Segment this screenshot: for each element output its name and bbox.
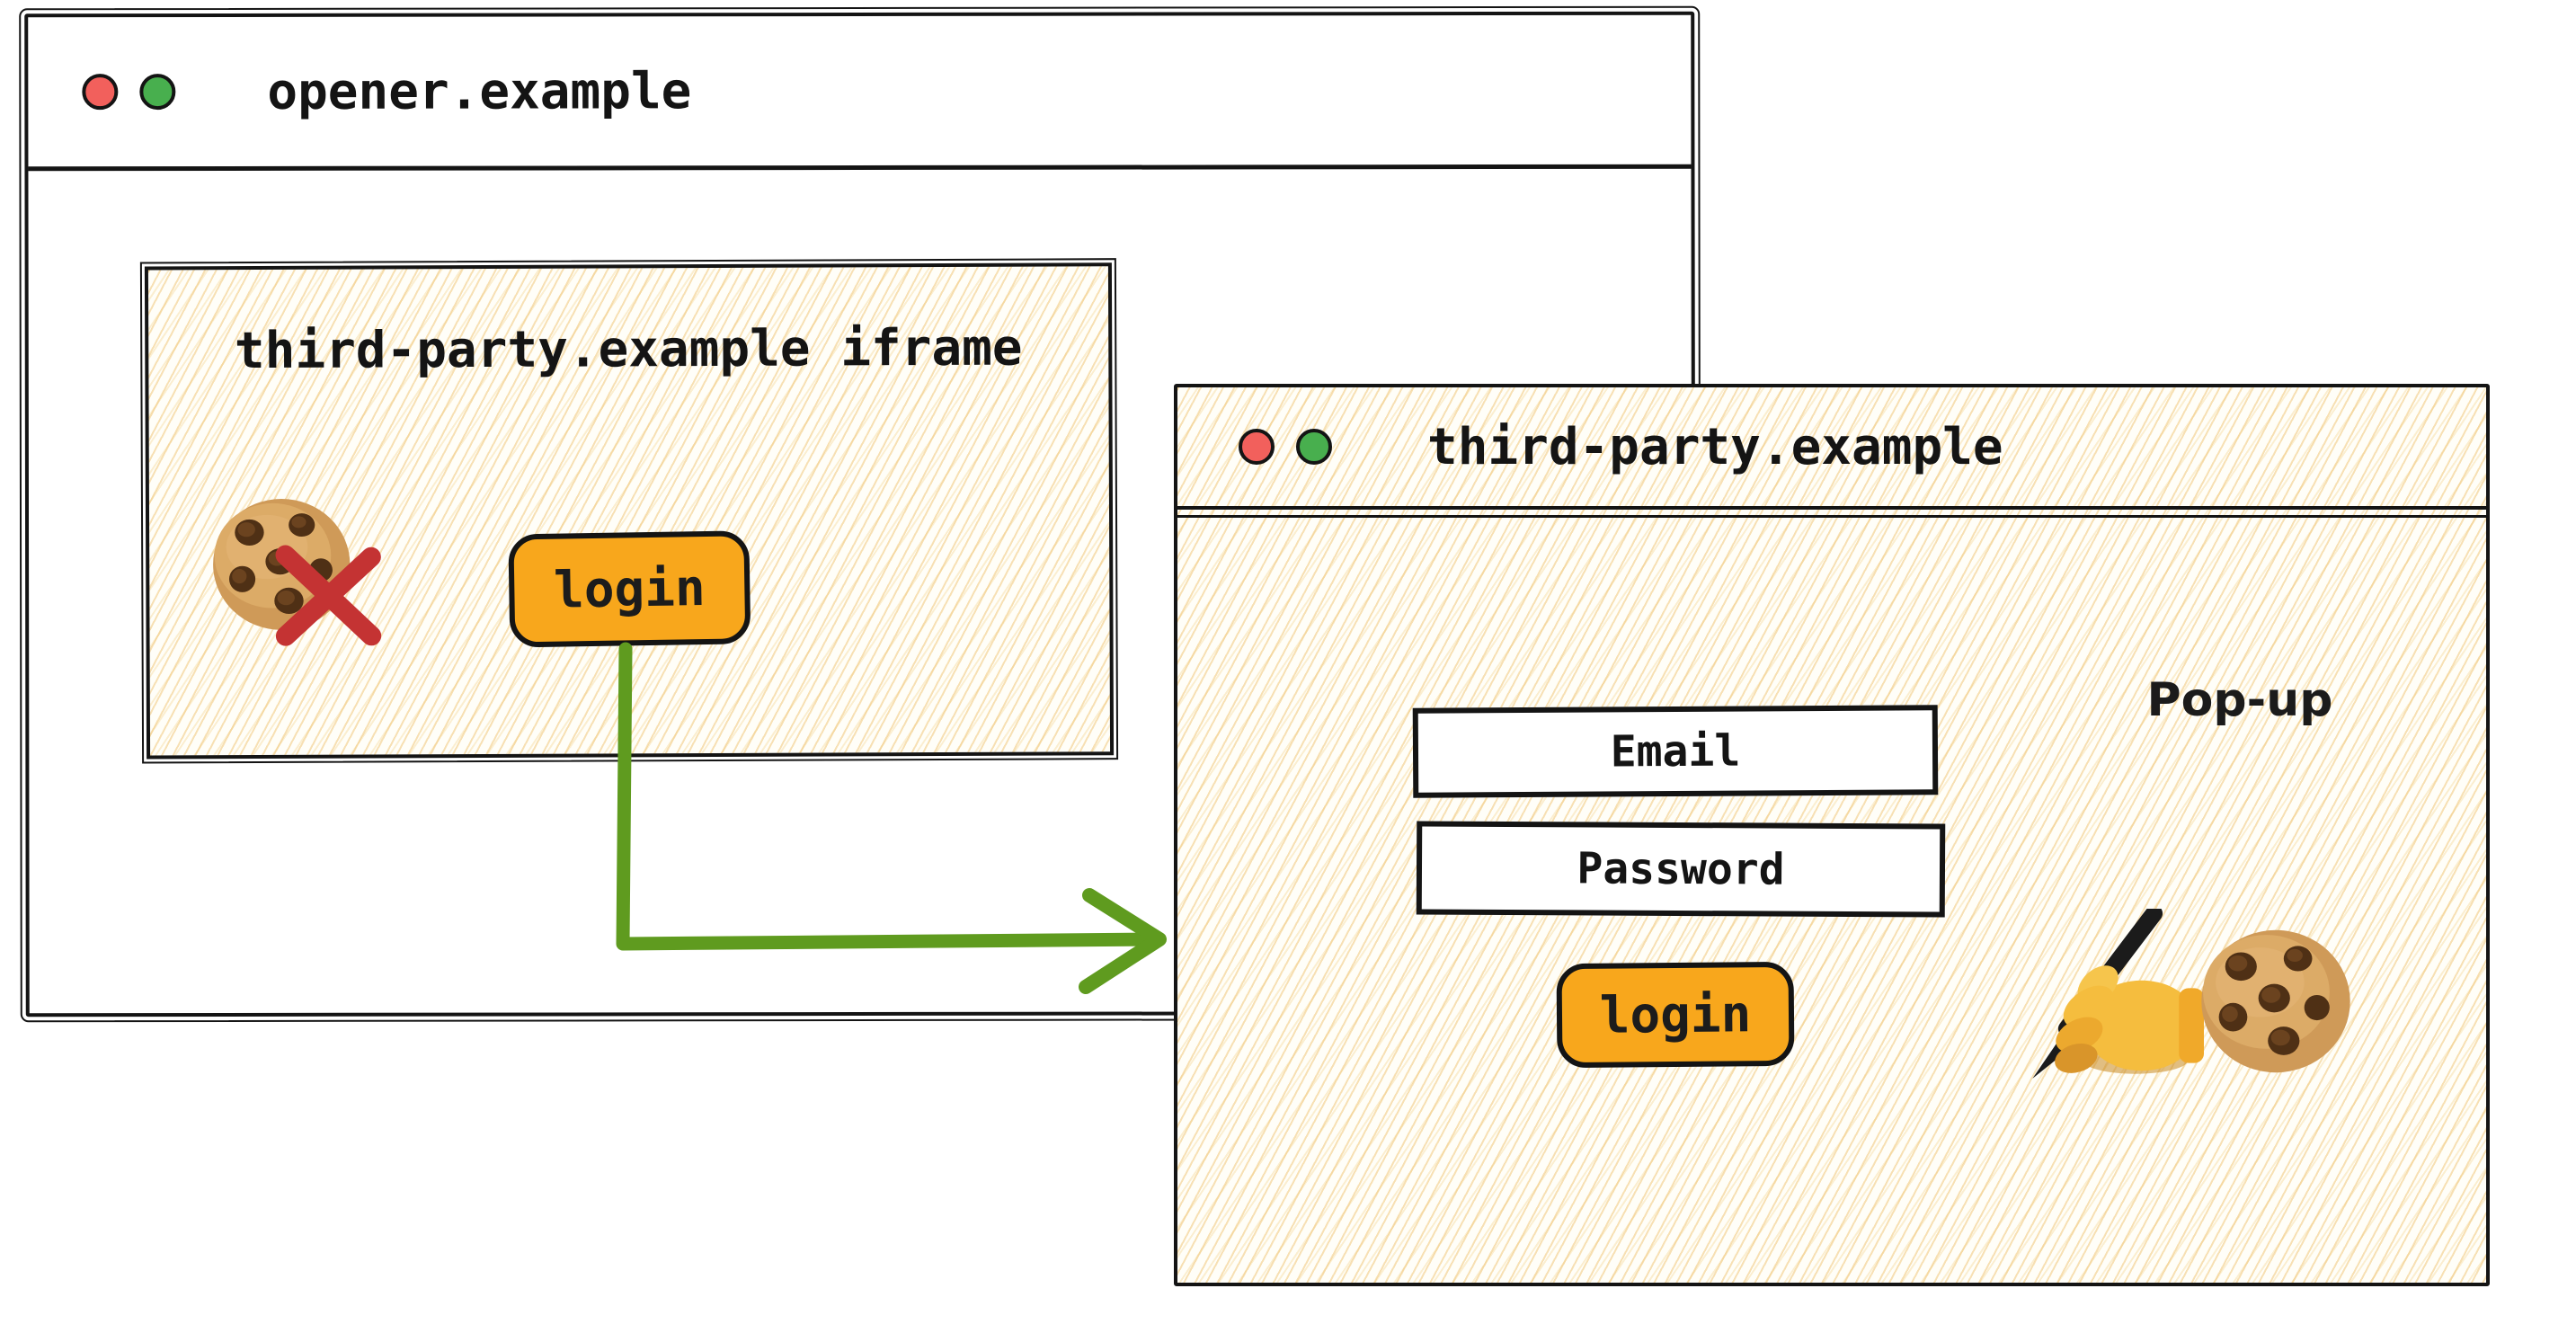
password-field[interactable]: Password — [1416, 821, 1946, 918]
popup-window: third-party.example Pop-up Email Passwor… — [1174, 384, 2490, 1286]
minimize-traffic-light-icon[interactable] — [1296, 429, 1332, 465]
opener-titlebar: opener.example — [28, 14, 1692, 172]
blocked-cross-icon — [275, 545, 382, 646]
writing-hand-icon — [2017, 904, 2204, 1096]
opener-window-title: opener.example — [267, 61, 692, 121]
close-traffic-light-icon[interactable] — [1239, 429, 1275, 465]
popup-login-button[interactable]: login — [1556, 961, 1795, 1069]
popup-annotation-label: Pop-up — [2146, 673, 2333, 727]
cookie-icon — [2197, 925, 2355, 1078]
iframe-login-button[interactable]: login — [508, 530, 751, 648]
email-field[interactable]: Email — [1412, 705, 1939, 798]
close-traffic-light-icon[interactable] — [82, 74, 119, 111]
popup-window-title: third-party.example — [1427, 417, 2003, 476]
minimize-traffic-light-icon[interactable] — [139, 74, 176, 111]
iframe-label: third-party.example iframe — [234, 318, 1023, 381]
opener-window: opener.example third-party.example ifram… — [19, 5, 1701, 1023]
popup-titlebar: third-party.example — [1174, 387, 2490, 518]
third-party-iframe: third-party.example iframe — [139, 258, 1119, 764]
blocked-cookie-icon — [209, 493, 403, 652]
